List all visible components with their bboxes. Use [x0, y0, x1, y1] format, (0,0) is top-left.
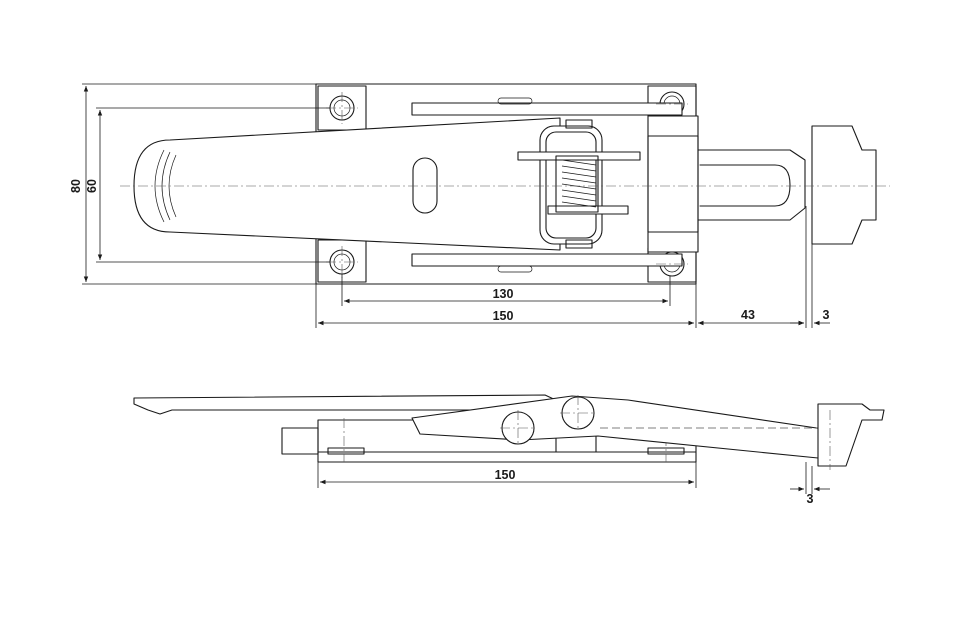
- dim-height-60: 60: [85, 179, 99, 193]
- top-vertical-dimensions: 80 60: [69, 83, 330, 285]
- side-dim-length-150: 150: [495, 468, 516, 482]
- clamp-block: [647, 115, 699, 253]
- side-dim-gap-3: 3: [807, 492, 814, 506]
- dim-thickness-3: 3: [823, 308, 830, 322]
- lever-slot: [412, 157, 438, 214]
- side-dimensions: 150 3: [317, 462, 830, 506]
- dim-length-150: 150: [493, 309, 514, 323]
- strike-plate: [811, 125, 877, 245]
- side-view: 150 3: [133, 394, 885, 506]
- guide-rails: [411, 97, 683, 273]
- dim-hole-spacing-130: 130: [493, 287, 514, 301]
- top-view: 80 60 130 150 43 3: [69, 83, 890, 328]
- spring-assembly: [517, 119, 641, 249]
- side-lever: [133, 394, 561, 415]
- top-horizontal-dimensions: 130 150 43 3: [315, 206, 830, 328]
- side-strike-hook: [817, 403, 885, 467]
- dim-height-80: 80: [69, 179, 83, 193]
- dim-offset-43: 43: [741, 308, 755, 322]
- lever-arm: [133, 117, 561, 251]
